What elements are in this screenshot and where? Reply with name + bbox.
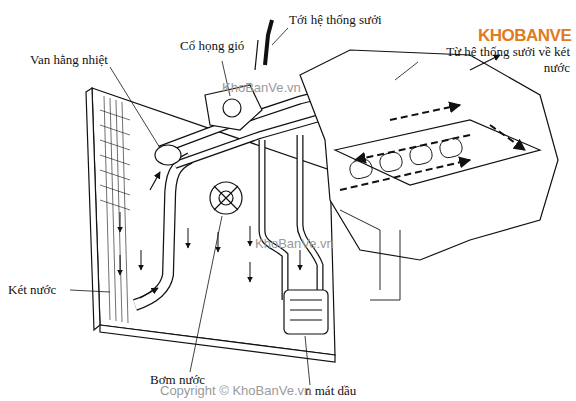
watermark: KhoBanVe.vn [222,80,301,96]
water-pump [210,182,242,214]
part-label: Cổ họng gió [180,38,244,54]
lower-hose [135,158,190,305]
watermark-logo: KHOBANVE [478,28,571,44]
leader-lines [70,28,418,385]
part-label: Két nước [8,282,56,298]
oil-cooler [284,290,328,334]
part-label: Tới hệ thống sưởi [289,12,382,28]
part-label: Từ hệ thống sưởi về két nước [420,44,570,76]
thermostat [155,145,181,165]
coolant-flow-arrows [340,105,525,190]
part-label: Van hằng nhiệt [30,52,108,68]
engine-block [300,50,558,260]
watermark: KhoBanVe.vn [255,236,334,252]
part-label: n mát dầu [305,383,356,399]
watermark: Copyright © KhoBanVe.vn [160,383,311,399]
radiator-fins [100,96,130,323]
